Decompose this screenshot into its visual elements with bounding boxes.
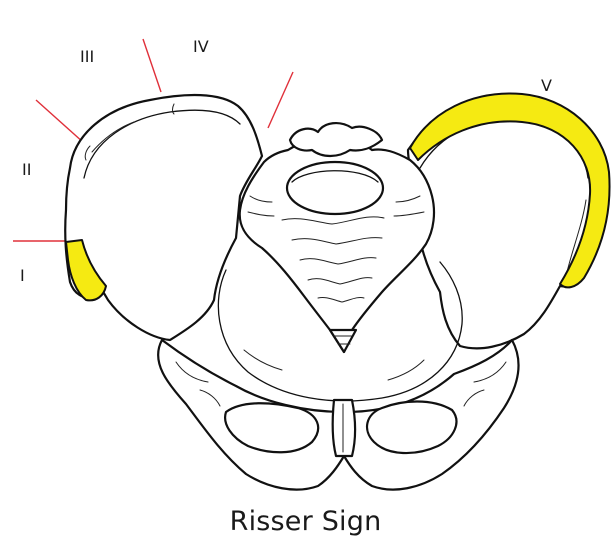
left-ilium — [65, 95, 262, 340]
stage-label-i: I — [20, 266, 25, 285]
divider-line-ii-iii — [36, 100, 84, 143]
divider-line-iv-v — [268, 72, 293, 128]
pelvis — [65, 94, 609, 490]
stage-label-ii: II — [22, 160, 31, 179]
stage-label-iii: III — [80, 47, 94, 66]
pubic-symphysis — [333, 400, 355, 456]
coccyx — [330, 330, 356, 352]
diagram-caption: Risser Sign — [0, 506, 611, 537]
divider-line-iii-iv — [143, 39, 161, 92]
stage-label-v: V — [541, 76, 552, 95]
sacral-promontory — [287, 162, 383, 214]
stage-label-iv: IV — [193, 37, 209, 56]
